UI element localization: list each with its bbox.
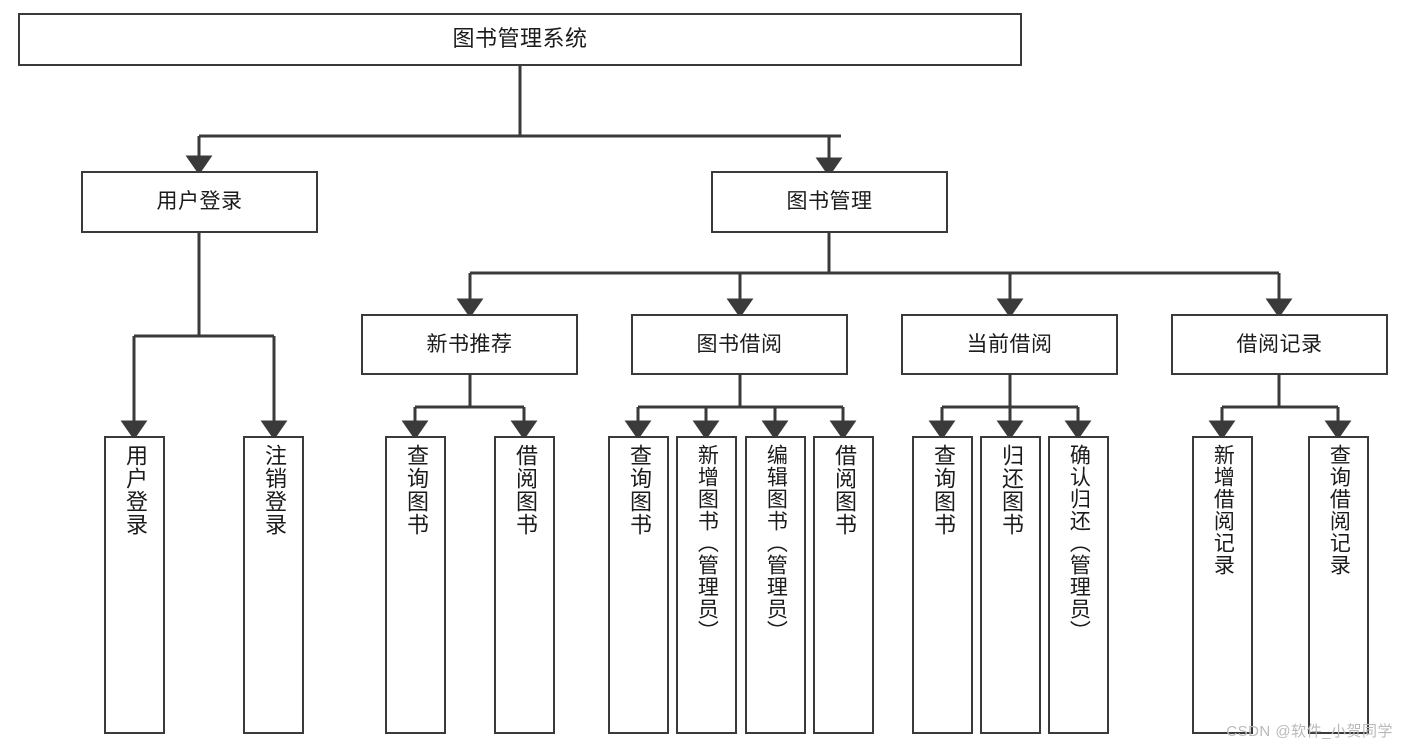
node-root-system[interactable]: 图书管理系统 <box>18 13 1022 66</box>
node-label: 图书管理系统 <box>452 26 588 52</box>
node-user-login[interactable]: 用户登录 <box>81 171 318 233</box>
node-label: 用户登录 <box>156 190 243 214</box>
node-leaf-confirm-return[interactable]: 确认归还（管理员） <box>1048 436 1109 734</box>
node-leaf-user-login[interactable]: 用户登录 <box>104 436 165 734</box>
node-label: 借阅图书 <box>831 444 857 536</box>
node-label: 查询图书 <box>930 444 956 536</box>
node-borrow-record[interactable]: 借阅记录 <box>1171 314 1388 375</box>
node-book-manage[interactable]: 图书管理 <box>711 171 948 233</box>
node-label: 确认归还（管理员） <box>1067 444 1091 642</box>
node-leaf-query-record[interactable]: 查询借阅记录 <box>1308 436 1369 734</box>
node-leaf-edit-book[interactable]: 编辑图书（管理员） <box>745 436 806 734</box>
node-leaf-query-book-3[interactable]: 查询图书 <box>912 436 973 734</box>
node-label: 图书借阅 <box>696 332 783 356</box>
node-book-borrow[interactable]: 图书借阅 <box>631 314 848 375</box>
node-label: 归还图书 <box>998 444 1024 536</box>
node-leaf-borrow-book-2[interactable]: 借阅图书 <box>813 436 874 734</box>
node-label: 新书推荐 <box>426 332 513 356</box>
node-leaf-borrow-book-1[interactable]: 借阅图书 <box>494 436 555 734</box>
node-leaf-add-record[interactable]: 新增借阅记录 <box>1192 436 1253 734</box>
node-label: 查询图书 <box>626 444 652 536</box>
node-label: 查询图书 <box>403 444 429 536</box>
node-label: 注销登录 <box>261 444 287 536</box>
node-label: 新增图书（管理员） <box>695 444 719 642</box>
node-label: 借阅记录 <box>1236 332 1323 356</box>
node-new-book-rec[interactable]: 新书推荐 <box>361 314 578 375</box>
node-label: 用户登录 <box>122 444 148 536</box>
node-leaf-add-book[interactable]: 新增图书（管理员） <box>676 436 737 734</box>
node-label: 当前借阅 <box>966 332 1053 356</box>
node-label: 借阅图书 <box>512 444 538 536</box>
node-label: 编辑图书（管理员） <box>764 444 788 642</box>
node-leaf-query-book-1[interactable]: 查询图书 <box>385 436 446 734</box>
node-label: 查询借阅记录 <box>1327 444 1351 576</box>
node-leaf-return-book[interactable]: 归还图书 <box>980 436 1041 734</box>
watermark-text: CSDN @软件_小贺同学 <box>1226 723 1393 740</box>
node-label: 新增借阅记录 <box>1211 444 1235 576</box>
node-label: 图书管理 <box>786 190 873 214</box>
node-leaf-query-book-2[interactable]: 查询图书 <box>608 436 669 734</box>
node-leaf-logout[interactable]: 注销登录 <box>243 436 304 734</box>
node-current-borrow[interactable]: 当前借阅 <box>901 314 1118 375</box>
